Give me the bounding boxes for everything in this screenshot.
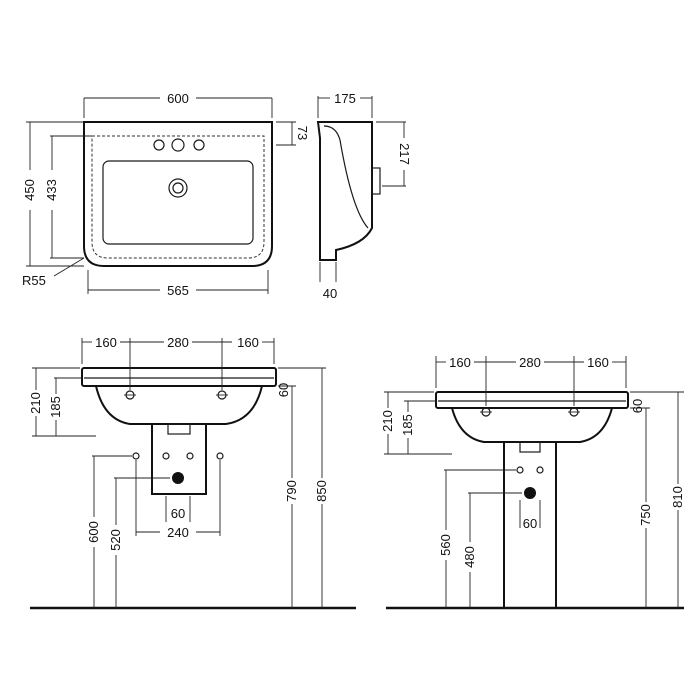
top-view: 600 450 433 73 R55 565 (22, 91, 310, 298)
tap-hole-center (171, 138, 185, 152)
waste-hole (172, 472, 184, 484)
dim-60-waste: 60 (523, 516, 537, 531)
dim-210: 210 (28, 392, 43, 414)
overflow-bump (371, 167, 381, 195)
dim-280: 280 (167, 335, 189, 350)
dim-520: 520 (108, 529, 123, 551)
dim-240: 240 (167, 525, 189, 540)
side-view: 175 217 40 (316, 91, 412, 301)
basin-front-bowl (95, 385, 263, 425)
dim-600-wall: 600 (86, 521, 101, 543)
label-mask (638, 502, 652, 528)
dim-r55: R55 (22, 273, 46, 288)
dim-175: 175 (334, 91, 356, 106)
dim-160-left: 160 (449, 355, 471, 370)
label-mask (464, 542, 478, 572)
dim-60-rim: 60 (276, 383, 291, 397)
basin-front-rim (81, 367, 277, 387)
basin-outline-top (83, 121, 273, 267)
label-mask (110, 525, 124, 555)
label-mask (440, 530, 454, 560)
dim-160-right: 160 (237, 335, 259, 350)
dim-750: 750 (638, 504, 653, 526)
dim-480: 480 (462, 546, 477, 568)
basin-front-rim (435, 391, 629, 409)
dim-40: 40 (323, 286, 337, 301)
drain-inner (172, 182, 184, 194)
dim-160-right: 160 (587, 355, 609, 370)
bowl-outline (102, 160, 254, 245)
dim-433: 433 (44, 179, 59, 201)
dim-850: 850 (314, 480, 329, 502)
wall-hung-view: 160 280 160 210 185 60 790 850 600 520 (28, 335, 356, 610)
basin-front-bowl (451, 407, 613, 443)
dim-60-waste: 60 (171, 506, 185, 521)
supply-hole (536, 466, 544, 474)
basin-rim-dashed (91, 135, 265, 259)
supply-hole (186, 452, 194, 460)
drain-outer (168, 178, 188, 198)
pedestal-view: 160 280 160 210 185 60 750 810 560 480 (380, 355, 685, 610)
supply-hole (132, 452, 140, 460)
dim-280: 280 (519, 355, 541, 370)
dim-810: 810 (670, 486, 685, 508)
waste-hole (524, 487, 536, 499)
radius-leader (53, 257, 85, 277)
dim-217: 217 (397, 143, 412, 165)
waste-outlet (519, 441, 541, 453)
dim-450: 450 (22, 179, 37, 201)
tap-hole-left (153, 139, 165, 151)
tap-hole-right (193, 139, 205, 151)
waste-outlet (167, 423, 191, 435)
basin-side-profile (316, 121, 373, 261)
dim-185: 185 (400, 414, 415, 436)
dim-73: 73 (295, 126, 310, 140)
bowl-inner-profile (323, 125, 369, 229)
label-mask (670, 484, 684, 510)
dim-560: 560 (438, 534, 453, 556)
dim-60-rim: 60 (630, 399, 645, 413)
dim-565: 565 (167, 283, 189, 298)
dim-790: 790 (284, 480, 299, 502)
label-mask (284, 478, 298, 504)
dim-185: 185 (48, 396, 63, 418)
label-mask (88, 517, 102, 547)
dim-160-left: 160 (95, 335, 117, 350)
supply-hole (216, 452, 224, 460)
supply-hole (516, 466, 524, 474)
supply-hole (162, 452, 170, 460)
label-mask (314, 478, 328, 504)
dim-210: 210 (380, 410, 395, 432)
half-pedestal (151, 424, 207, 495)
dim-600: 600 (167, 91, 189, 106)
